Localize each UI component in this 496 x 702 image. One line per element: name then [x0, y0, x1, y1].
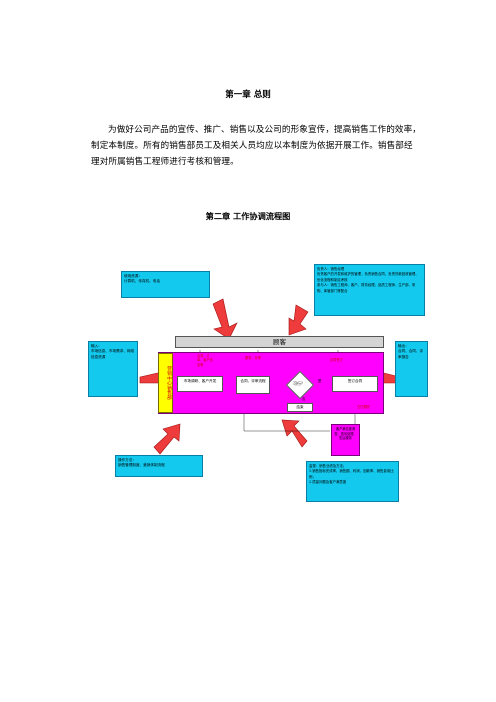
- step-sign-contract: 签订合同: [332, 376, 378, 392]
- department-label: 营销中心销售部: [158, 353, 173, 413]
- label-no: 否: [302, 397, 306, 401]
- step-reject: 结束: [287, 403, 313, 412]
- chapter2-title: 第二章 工作协调流程图: [205, 211, 291, 221]
- label-requirements: 要求、评审: [245, 356, 261, 360]
- output-title: 输出：: [398, 344, 409, 348]
- responsible-box: 负责人：销售经理 负责客户的开发和维护的管理，负责销售合同、负责货款回收管理、优…: [314, 264, 425, 316]
- chapter1-paragraph: 为做好公司产品的宣传、推广、销售以及公司的形象宣传，提高销售工作的效率，制定本制…: [91, 125, 421, 167]
- monitoring-line1: 监视：销售业绩及方法；: [309, 464, 347, 468]
- responsible-line1: 负责人：销售经理: [317, 267, 345, 271]
- arrow-bottom-left: [153, 423, 181, 455]
- after-sales-box: 客户满意度调查、投诉处理、售后服务: [331, 424, 360, 456]
- monitoring-line2: 1.销售指标完成率、销售额、利润、回款率、销售费用比例；: [309, 469, 394, 479]
- responsible-line3: 参与人：销售工程师、客户、财务经理、品质工程师、生产部、采购、库管部门等配合: [317, 283, 416, 293]
- input-text: 市场信息、市场需求、网络信息资源: [91, 349, 135, 359]
- customer-bar: 顾客: [175, 336, 384, 348]
- input-box: 输入： 市场信息、市场需求、网络信息资源: [88, 341, 138, 397]
- arrow-top-left: [212, 298, 238, 340]
- input-title: 输入：: [91, 344, 102, 348]
- output-text: 合同、合同、评审报告: [398, 349, 424, 359]
- methods-title: 操作方法：: [118, 458, 136, 462]
- output-box: 输出： 合同、合同、评审报告: [395, 341, 428, 397]
- monitoring-box: 监视：销售业绩及方法； 1.销售指标完成率、销售额、利润、回款率、销售费用比例；…: [306, 461, 399, 502]
- decision-label: 可行？: [293, 381, 305, 386]
- step-contract-review: 合同、评审流程: [236, 376, 270, 394]
- resources-title: 使用资源：: [124, 274, 142, 278]
- label-delivery-tracking: 交付跟踪: [357, 405, 370, 409]
- responsible-line2: 负责客户的开发和维护的管理，负责销售合同、负责货款回收管理、优化流程和制定考核: [317, 272, 419, 282]
- resources-text: 计算机、传真机、电话: [124, 279, 160, 284]
- label-yes: 是: [318, 379, 322, 383]
- methods-text: 销售管理制度、营销体制流程: [118, 463, 165, 468]
- arrow-top-right: [288, 304, 309, 336]
- label-customer-info: 合同、订单、客户信息等: [197, 354, 213, 367]
- methods-box: 操作方法： 销售管理制度、营销体制流程: [115, 455, 203, 477]
- arrow-bottom-right: [281, 419, 308, 448]
- resources-box: 使用资源： 计算机、传真机、电话: [121, 271, 210, 298]
- step-market-research: 市场调研、客户开发: [177, 376, 223, 392]
- chapter1-title: 第一章 总则: [225, 90, 271, 100]
- monitoring-line3: 2.质量问题及客户满意度: [309, 480, 347, 485]
- label-contract-signing: 合同签订: [330, 358, 343, 362]
